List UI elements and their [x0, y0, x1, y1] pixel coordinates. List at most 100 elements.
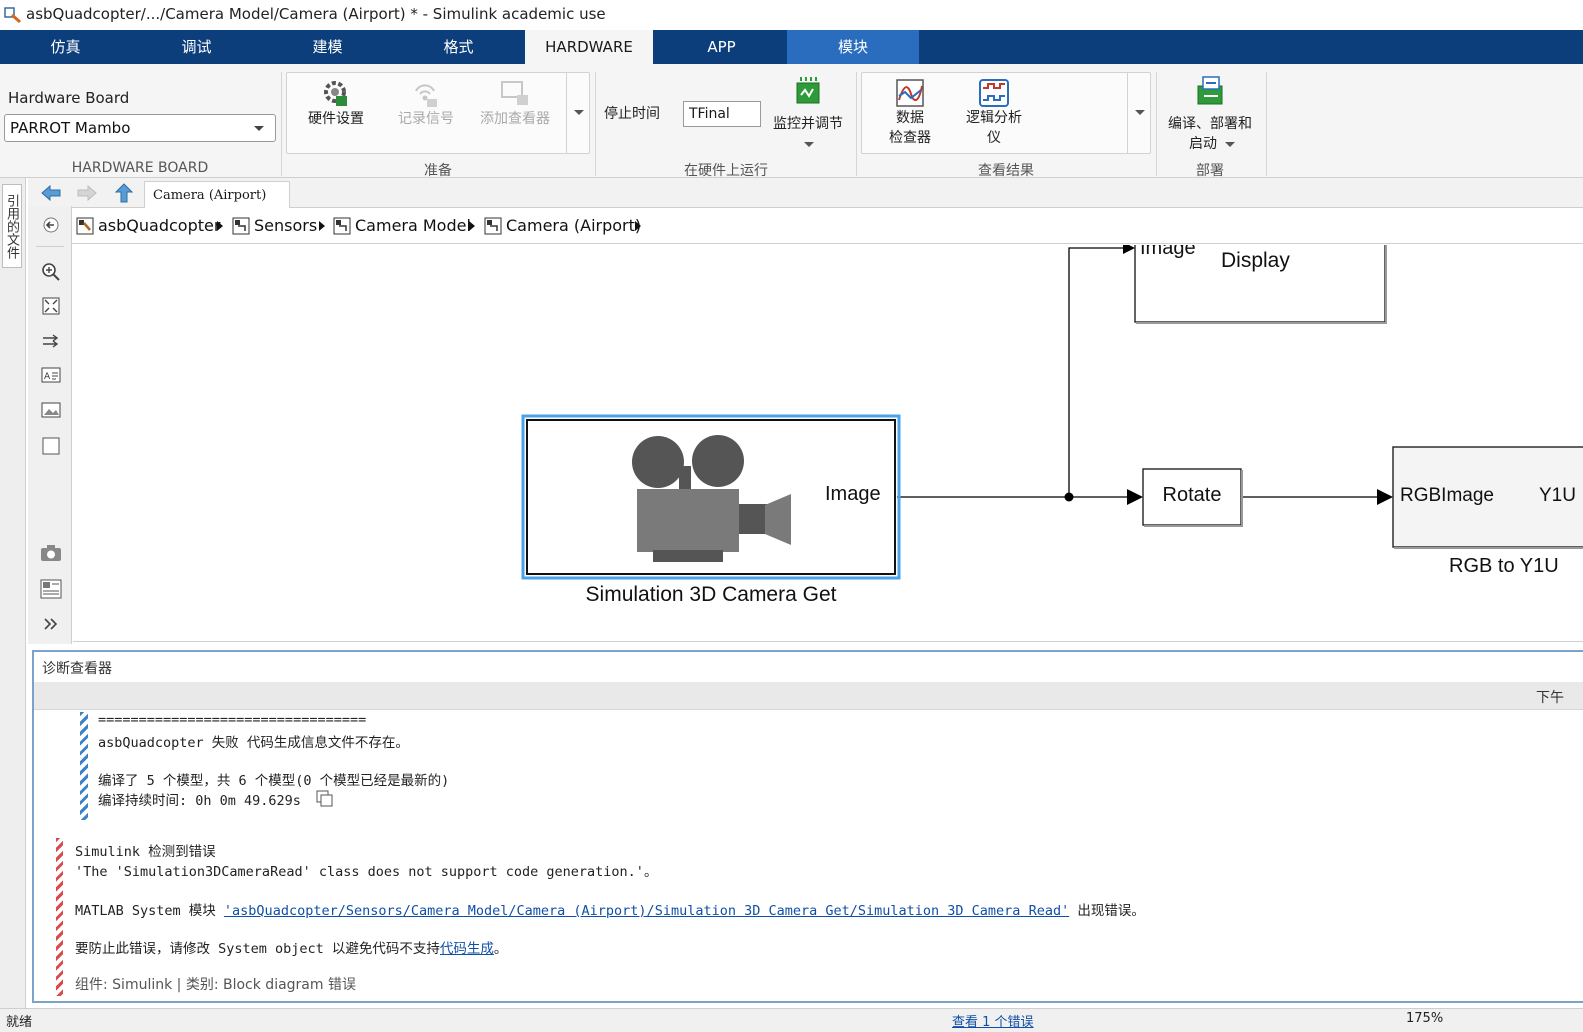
- back-arrow-icon[interactable]: [40, 184, 62, 202]
- logic-analyzer-label-1[interactable]: 逻辑分析: [966, 110, 1022, 126]
- camera-output-port-label: Image: [825, 483, 881, 505]
- data-inspector-icon: [896, 79, 924, 107]
- copy-icon[interactable]: [316, 790, 334, 808]
- model-tab-camera-airport[interactable]: Camera (Airport): [144, 181, 290, 208]
- window-title: asbQuadcopter/.../Camera Model/Camera (A…: [26, 5, 606, 23]
- diag-fix-link[interactable]: 代码生成: [439, 941, 494, 957]
- diag-error-title: Simulink 检测到错误: [75, 844, 216, 860]
- rotate-block: [1142, 468, 1242, 526]
- monitor-tune-button[interactable]: 监控并调节: [773, 116, 843, 132]
- branch-point: [1064, 492, 1074, 502]
- group-divider: [1266, 72, 1267, 176]
- movie-camera-icon: [632, 435, 791, 562]
- build-deploy-label-2[interactable]: 启动: [1189, 136, 1217, 152]
- diag-error-block-prefix: MATLAB System 模块: [75, 903, 224, 919]
- diagnostic-viewer-header: 诊断查看器: [34, 652, 1583, 682]
- breadcrumb-camera-model[interactable]: Camera Model: [355, 216, 471, 235]
- chevron-right-icon: [469, 221, 475, 231]
- group-title-deploy: 部署: [1196, 163, 1224, 179]
- diagnostic-timestamp: 下午: [1536, 690, 1564, 706]
- svg-text:A: A: [44, 372, 51, 382]
- breadcrumb-sensors[interactable]: Sensors: [254, 216, 318, 235]
- data-inspector-label-1[interactable]: 数据: [896, 110, 924, 126]
- hardware-board-select[interactable]: PARROT Mambo: [4, 114, 276, 142]
- prepare-group-box: [286, 72, 590, 154]
- model-canvas[interactable]: Image Simulation 3D Camera Get Image Dis…: [73, 245, 1583, 642]
- double-chevron-right-icon[interactable]: [42, 616, 60, 632]
- rgb-block-name[interactable]: RGB to Y1U: [1449, 555, 1559, 577]
- ribbon-tabs: 仿真 调试 建模 格式 HARDWARE APP 模块: [0, 30, 1583, 64]
- referenced-files-tab[interactable]: 引用的文件: [2, 184, 22, 268]
- signal-line-branch-to-display: [1068, 247, 1123, 497]
- display-input-arrow: [1123, 245, 1135, 254]
- rotate-input-arrow: [1127, 489, 1143, 505]
- gear-chip-icon: [324, 81, 347, 106]
- hide-explorer-icon[interactable]: [42, 216, 60, 234]
- toolbar-divider: [36, 246, 64, 247]
- diag-error-block-suffix: 出现错误。: [1069, 903, 1145, 919]
- prepare-gallery-expander[interactable]: [566, 72, 590, 154]
- tab-debug[interactable]: 调试: [181, 38, 212, 56]
- diag-error-block-link[interactable]: 'asbQuadcopter/Sensors/Camera Model/Came…: [223, 903, 1070, 919]
- subsystem-icon: [232, 217, 250, 235]
- canvas-toolbar: A: [28, 206, 72, 644]
- signal-routing-icon[interactable]: [41, 332, 61, 350]
- subsystem-icon: [484, 217, 502, 235]
- status-bar: 就绪 查看 1 个错误 175%: [0, 1008, 1583, 1032]
- group-title-hardware-board: HARDWARE BOARD: [71, 160, 209, 176]
- property-inspector-icon[interactable]: [40, 579, 62, 599]
- logic-analyzer-label-2[interactable]: 仪: [987, 130, 1001, 146]
- tab-simulation[interactable]: 仿真: [50, 38, 81, 56]
- breadcrumb-camera-airport[interactable]: Camera (Airport): [506, 216, 642, 235]
- rotate-block-name[interactable]: Rotate: [1162, 484, 1222, 506]
- view-errors-link[interactable]: 查看 1 个错误: [952, 1015, 1034, 1030]
- tab-format[interactable]: 格式: [443, 38, 474, 56]
- diag-error-message: 'The 'Simulation3DCameraRead' class does…: [75, 864, 658, 880]
- model-icon: [76, 217, 94, 235]
- group-divider: [1156, 72, 1157, 176]
- camera-block-name[interactable]: Simulation 3D Camera Get: [585, 583, 837, 606]
- hardware-settings-button[interactable]: 硬件设置: [308, 111, 364, 127]
- area-icon[interactable]: [41, 436, 61, 456]
- tab-hardware[interactable]: HARDWARE: [525, 30, 653, 64]
- group-title-run-on-hardware: 在硬件上运行: [684, 163, 768, 179]
- editor-navbar: Camera (Airport): [28, 178, 1583, 208]
- image-icon[interactable]: [41, 401, 61, 419]
- stop-time-input[interactable]: TFinal: [683, 101, 761, 127]
- chevron-right-icon: [217, 221, 223, 231]
- logic-analyzer-icon: [979, 79, 1009, 107]
- log-signals-icon: [415, 84, 437, 107]
- diag-component-category: 组件: Simulink | 类别: Block diagram 错误: [75, 977, 356, 993]
- data-inspector-label-2[interactable]: 检查器: [889, 130, 931, 146]
- tab-modeling[interactable]: 建模: [312, 38, 343, 56]
- diag-error-block-line: MATLAB System 模块 'asbQuadcopter/Sensors/…: [75, 899, 1145, 919]
- tab-app[interactable]: APP: [707, 38, 736, 56]
- rgb-input-arrow: [1377, 489, 1393, 505]
- group-divider: [856, 72, 857, 176]
- screenshot-camera-icon[interactable]: [40, 544, 62, 562]
- diag-build-status: asbQuadcopter 失败 代码生成信息文件不存在。: [98, 735, 409, 751]
- group-divider: [281, 72, 282, 176]
- diagnostic-viewer-title: 诊断查看器: [42, 661, 112, 677]
- zoom-icon[interactable]: [41, 262, 61, 282]
- group-title-prepare: 准备: [424, 163, 452, 179]
- build-deploy-label-1[interactable]: 编译、部署和: [1168, 116, 1252, 132]
- fit-to-view-icon[interactable]: [41, 296, 61, 316]
- rgb-output-port-label: Y1U: [1539, 485, 1576, 506]
- review-gallery-expander[interactable]: [1127, 72, 1151, 154]
- breadcrumb-asbquadcopter[interactable]: asbQuadcopter: [98, 216, 221, 235]
- build-deploy-icon: [1197, 76, 1223, 105]
- left-side-strip: 引用的文件: [0, 178, 26, 1008]
- title-bar: asbQuadcopter/.../Camera Model/Camera (A…: [0, 0, 1583, 30]
- log-signals-button[interactable]: 记录信号: [398, 111, 454, 127]
- up-arrow-icon[interactable]: [114, 182, 134, 204]
- chevron-down-icon[interactable]: [1224, 140, 1236, 150]
- forward-arrow-icon[interactable]: [76, 184, 98, 202]
- tab-block[interactable]: 模块: [787, 30, 919, 64]
- chevron-down-icon[interactable]: [803, 140, 815, 150]
- error-message-marker: [56, 838, 63, 996]
- add-viewer-button[interactable]: 添加查看器: [480, 111, 550, 127]
- annotation-icon[interactable]: A: [41, 366, 61, 384]
- display-block-name[interactable]: Display: [1221, 249, 1290, 272]
- hardware-board-label: Hardware Board: [8, 89, 130, 107]
